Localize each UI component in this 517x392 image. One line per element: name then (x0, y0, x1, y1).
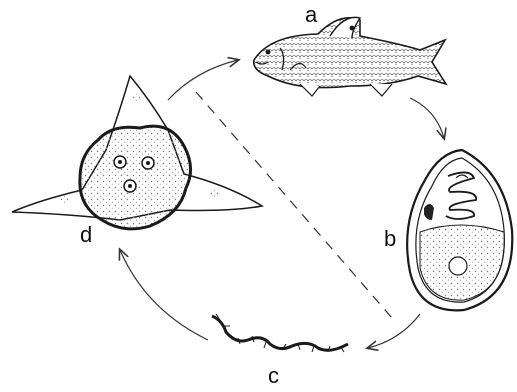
egg-stage (407, 150, 512, 310)
arrow-d-to-a (168, 60, 238, 100)
arrow-c-to-d (120, 250, 208, 340)
larva-stage (212, 314, 348, 352)
arrow-b-to-c (368, 314, 420, 348)
label-a: a (305, 2, 318, 27)
nucleus-icon (449, 257, 467, 275)
arrow-a-to-b (410, 98, 444, 138)
label-d: d (80, 222, 92, 247)
fish-eye-icon (266, 50, 271, 55)
label-c: c (268, 363, 279, 388)
label-b: b (384, 226, 396, 251)
cyst-stage (12, 76, 262, 229)
fish-host (254, 17, 446, 96)
